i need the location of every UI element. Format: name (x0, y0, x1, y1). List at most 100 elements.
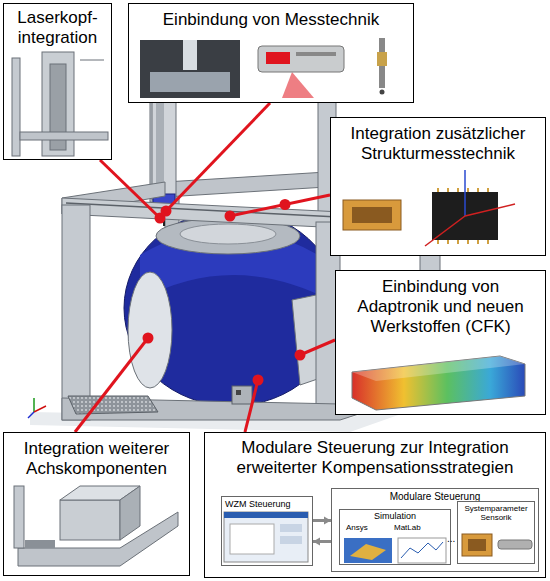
control-panel: WZM Steuerung (221, 496, 313, 566)
laser-head-picture (12, 52, 108, 156)
plot-picture (398, 538, 446, 563)
beam-top (352, 356, 525, 381)
screen-button (280, 536, 302, 544)
sensor-pictures (343, 170, 515, 246)
leader-dot (254, 376, 262, 384)
measuring-pictures (140, 38, 387, 98)
laser-beam (282, 72, 314, 98)
axis-y (33, 398, 35, 412)
callout-box: Einbindung von Messtechnik (128, 3, 414, 103)
node-title: Modulare Steuerung zur Integration erwei… (211, 438, 539, 478)
sub-panel: SimulationAnsys MatLab (339, 509, 451, 565)
callout-box: Integration weiterer Achskomponenten (3, 432, 190, 576)
leader-dot (281, 201, 289, 209)
arrow-line (313, 519, 331, 522)
leader-line (245, 380, 258, 432)
device-label (266, 52, 290, 64)
screen-bar (224, 512, 308, 518)
node-title: Einbindung von Adaptronik und neuen Werk… (350, 277, 531, 337)
axis-base (18, 512, 178, 566)
package-pins (438, 188, 488, 244)
frame-bar (12, 58, 20, 156)
node-title: Integration weiterer Achskomponenten (10, 439, 183, 479)
swivel-bearing (128, 272, 172, 388)
arrow-head (313, 538, 320, 546)
node-title: Integration zusätzlicher Strukturmesstec… (339, 124, 537, 164)
tool-name: MatLab (394, 523, 421, 532)
chip-core (352, 207, 392, 223)
screen-panel (230, 524, 274, 554)
control-cabinet (232, 386, 252, 404)
probe-ring (377, 52, 387, 66)
arrow-line (313, 540, 331, 543)
photo-machine (140, 40, 240, 98)
axis-slide (60, 500, 120, 540)
head-column (42, 52, 74, 156)
slide-side (120, 486, 140, 540)
control-panel: Modulare SteuerungSimulationAnsysMatLabS… (331, 488, 539, 572)
callout-box: Einbindung von Adaptronik und neuen Werk… (335, 270, 546, 415)
axis-component-picture (14, 486, 178, 566)
frame-leg (14, 486, 24, 548)
screen (224, 512, 308, 562)
slide-top (60, 486, 140, 500)
flow-arrow (313, 538, 331, 546)
sub-panel: Systemparameter Sensorik (457, 501, 535, 564)
axis-arrow (465, 204, 515, 216)
flow-arrow (313, 517, 331, 525)
photo-spindle (183, 40, 197, 70)
leader-line (230, 195, 330, 216)
leader-dot (162, 207, 170, 215)
node-title: Laserkopf- integration (8, 8, 107, 48)
node-title: WZM Steuerung (225, 499, 309, 510)
guide-rail (66, 203, 338, 217)
axis-arrow (464, 170, 466, 216)
leader-line (166, 103, 270, 211)
axis-x (34, 406, 46, 412)
cabinet-detail (236, 390, 241, 395)
leader-line (75, 338, 148, 432)
node-title: Systemparameter Sensorik (460, 504, 532, 523)
plot-line (401, 542, 443, 558)
axis-arrow (425, 216, 465, 246)
leader-line (300, 340, 335, 355)
probe-shaft (379, 38, 385, 88)
frame-leg (62, 205, 90, 420)
node-title: Simulation (342, 511, 448, 522)
cfk-picture (352, 356, 525, 410)
sensor-chip (343, 200, 401, 230)
callout-box: Integration zusätzlicher Strukturmesstec… (330, 117, 546, 256)
leader-dot (296, 351, 304, 359)
rotary-table-top (180, 224, 276, 244)
screen-button (280, 524, 302, 532)
axis-z (28, 412, 34, 418)
sensor-package (432, 192, 498, 240)
leader-dot (144, 334, 152, 342)
swivel-drum (124, 210, 340, 406)
step-grate (68, 396, 158, 414)
arrow-head (324, 517, 331, 525)
laser-device (258, 46, 344, 72)
device-label (296, 52, 336, 56)
probe-tip (380, 90, 385, 95)
sensor-body (498, 540, 532, 549)
callout-box: Laserkopf- integration (3, 3, 112, 160)
tool-name: Ansys (346, 523, 368, 532)
leader-dot (226, 212, 234, 220)
node-title: Einbindung von Messtechnik (135, 10, 407, 30)
leader-lines (75, 103, 335, 432)
frame-line (80, 60, 104, 61)
fem-picture (344, 538, 392, 563)
cfk-beam (352, 356, 525, 410)
fem-part (350, 544, 386, 560)
sensor-chip (462, 534, 492, 556)
head-slide (50, 64, 66, 150)
axis-rail (25, 540, 55, 548)
ellipsis-label: ... (447, 533, 455, 545)
photo-table (150, 72, 230, 92)
frame-bar (20, 132, 108, 140)
leader-line (100, 160, 160, 218)
callout-box: Modulare Steuerung zur Integration erwei… (204, 432, 546, 578)
chip-core (468, 539, 486, 551)
